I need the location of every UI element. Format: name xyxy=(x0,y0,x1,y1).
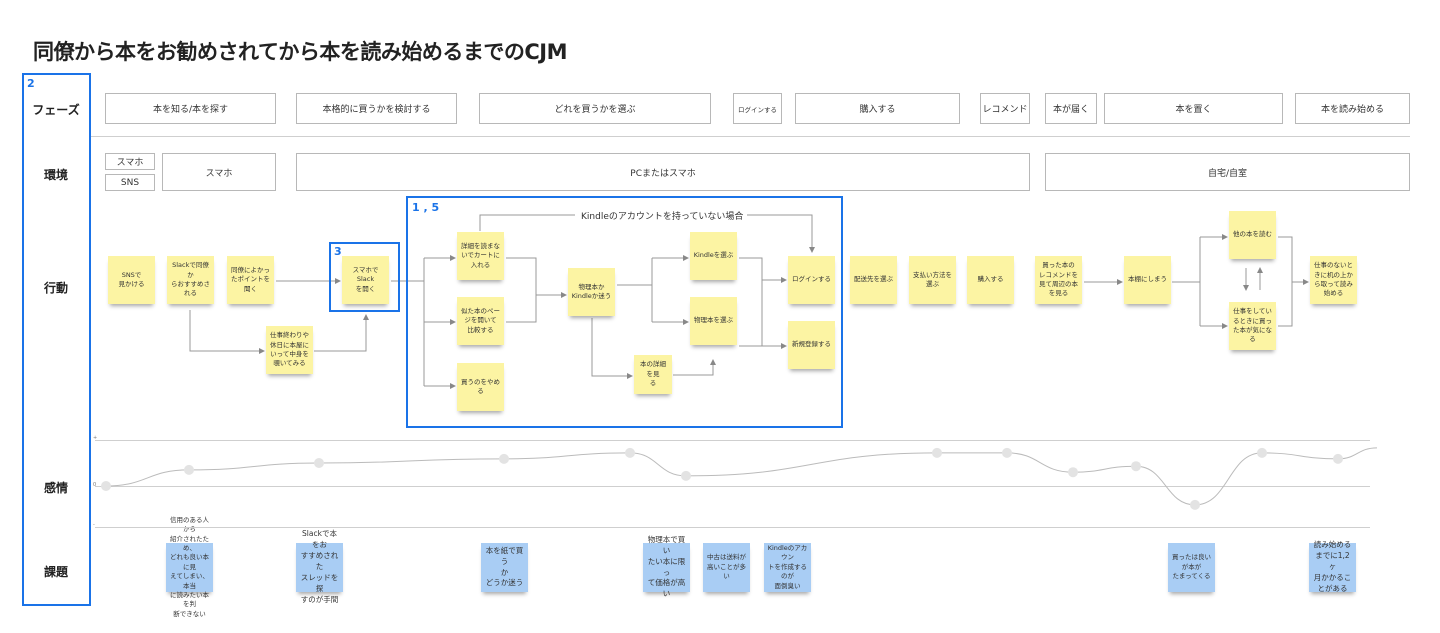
action-sticky: 詳細を読まな いでカートに 入れる xyxy=(457,232,504,280)
tick-plus: + xyxy=(93,435,98,441)
action-sticky: 配送先を選ぶ xyxy=(850,256,897,304)
issue-sticky: 中古は送料が 高いことが多い xyxy=(703,543,750,592)
emotion-point xyxy=(681,470,691,481)
action-sticky: スマホでSlack を開く xyxy=(342,256,389,304)
environment-box: 自宅/自室 xyxy=(1045,153,1410,191)
emotion-point xyxy=(1131,461,1141,472)
action-sticky: Slackで同僚か らおすすめさ れる xyxy=(167,256,214,304)
action-sticky: 新規登録する xyxy=(788,321,835,369)
frame-decision xyxy=(406,196,843,428)
row-label-environment: 環境 xyxy=(43,168,68,182)
arrow xyxy=(189,310,265,354)
row-label-issues: 課題 xyxy=(43,565,68,579)
action-sticky: 本の詳細を見 る xyxy=(634,355,672,394)
action-sticky: 似た本のペー ジを開いて 比較する xyxy=(457,297,504,345)
phase-box: レコメンド xyxy=(980,93,1030,124)
arrow xyxy=(479,214,575,231)
action-sticky: 支払い方法を 選ぶ xyxy=(909,256,956,304)
page-title: 同僚から本をお勧めされてから本を読み始めるまでのCJM xyxy=(33,40,568,64)
arrow xyxy=(591,318,633,379)
issue-sticky: 物理本で買い たい本に限っ て価格が高い xyxy=(643,535,690,598)
arrow xyxy=(743,214,815,253)
action-sticky: 仕事終わりや 休日に本屋に いって中身を 覗いてみる xyxy=(266,326,313,374)
phase-box: 購入する xyxy=(795,93,960,124)
issue-sticky: Kindleのアカウン トを作成するのが 面倒臭い xyxy=(764,543,811,592)
emotion-line-zero xyxy=(95,486,1370,487)
tick-minus: - xyxy=(93,522,95,528)
emotion-point xyxy=(314,458,324,468)
row-label-phase: フェーズ xyxy=(32,103,80,117)
emotion-line-minus xyxy=(95,527,1370,528)
action-sticky: 本棚にしまう xyxy=(1124,256,1171,304)
action-sticky: 仕事をしてい るときに買っ た本が気にな る xyxy=(1229,302,1276,350)
action-sticky: 物理本を選ぶ xyxy=(690,297,737,345)
frame-rows xyxy=(22,73,91,606)
issue-sticky: 買ったは良いが本が たまってくる xyxy=(1168,543,1215,592)
action-sticky: ログインする xyxy=(788,256,835,304)
action-sticky: Kindleを選ぶ xyxy=(690,232,737,280)
emotion-point xyxy=(1068,467,1078,478)
emotion-point xyxy=(184,464,194,475)
tick-zero: 0 xyxy=(93,482,97,488)
divider xyxy=(90,136,1410,137)
phase-box: どれを買うかを選ぶ xyxy=(479,93,711,124)
phase-box: 本を知る/本を探す xyxy=(105,93,276,124)
emotion-point xyxy=(499,453,509,464)
row-label-action: 行動 xyxy=(43,281,68,295)
phase-box: ログインする xyxy=(733,93,782,124)
frame-slack xyxy=(329,242,400,312)
action-sticky: 同僚によかっ たポイントを 聞く xyxy=(227,256,274,304)
emotion-point xyxy=(1190,499,1200,510)
environment-box: スマホ xyxy=(105,153,155,170)
action-sticky: 物理本か Kindleか迷う xyxy=(568,268,615,316)
action-sticky: SNSで 見かける xyxy=(108,256,155,304)
emotion-point xyxy=(1333,453,1343,464)
arrow xyxy=(739,257,763,347)
phase-box: 本を読み始める xyxy=(1295,93,1410,124)
issue-sticky: 読み始める までに1,2ヶ 月かかるこ とがある xyxy=(1309,540,1356,593)
emotion-point xyxy=(1002,447,1012,458)
action-sticky: 買った本の レコメンドを 見て周辺の本 を見る xyxy=(1035,256,1082,304)
frame-rows-label: 2 xyxy=(27,77,35,90)
emotion-point xyxy=(932,447,942,458)
phase-box: 本を置く xyxy=(1104,93,1283,124)
action-sticky: 購入する xyxy=(967,256,1014,304)
emotion-line xyxy=(105,447,1378,506)
arrow xyxy=(506,257,537,323)
environment-box: スマホ xyxy=(162,153,276,191)
action-sticky: 他の本を読む xyxy=(1229,211,1276,259)
phase-box: 本格的に買うかを検討する xyxy=(296,93,457,124)
environment-box: SNS xyxy=(105,174,155,191)
emotion-point xyxy=(1257,447,1267,458)
action-sticky: 仕事のないと きに机の上か ら取って読み 始める xyxy=(1310,256,1357,304)
row-label-emotion: 感情 xyxy=(43,481,68,495)
arrow xyxy=(314,314,369,352)
issue-sticky: 本を紙で買う か どうか迷う xyxy=(481,543,528,592)
emotion-line-plus xyxy=(95,440,1370,441)
environment-box: PCまたはスマホ xyxy=(296,153,1030,191)
phase-box: 本が届く xyxy=(1045,93,1097,124)
frame-slack-label: 3 xyxy=(334,245,342,258)
emotion-point xyxy=(101,481,111,491)
action-sticky: 買うのをやめ る xyxy=(457,363,504,411)
emotion-point xyxy=(625,447,635,458)
frame-decision-label: 1 , 5 xyxy=(412,201,440,214)
branch-note: Kindleのアカウントを持っていない場合 xyxy=(577,209,748,222)
arrow xyxy=(673,359,716,376)
